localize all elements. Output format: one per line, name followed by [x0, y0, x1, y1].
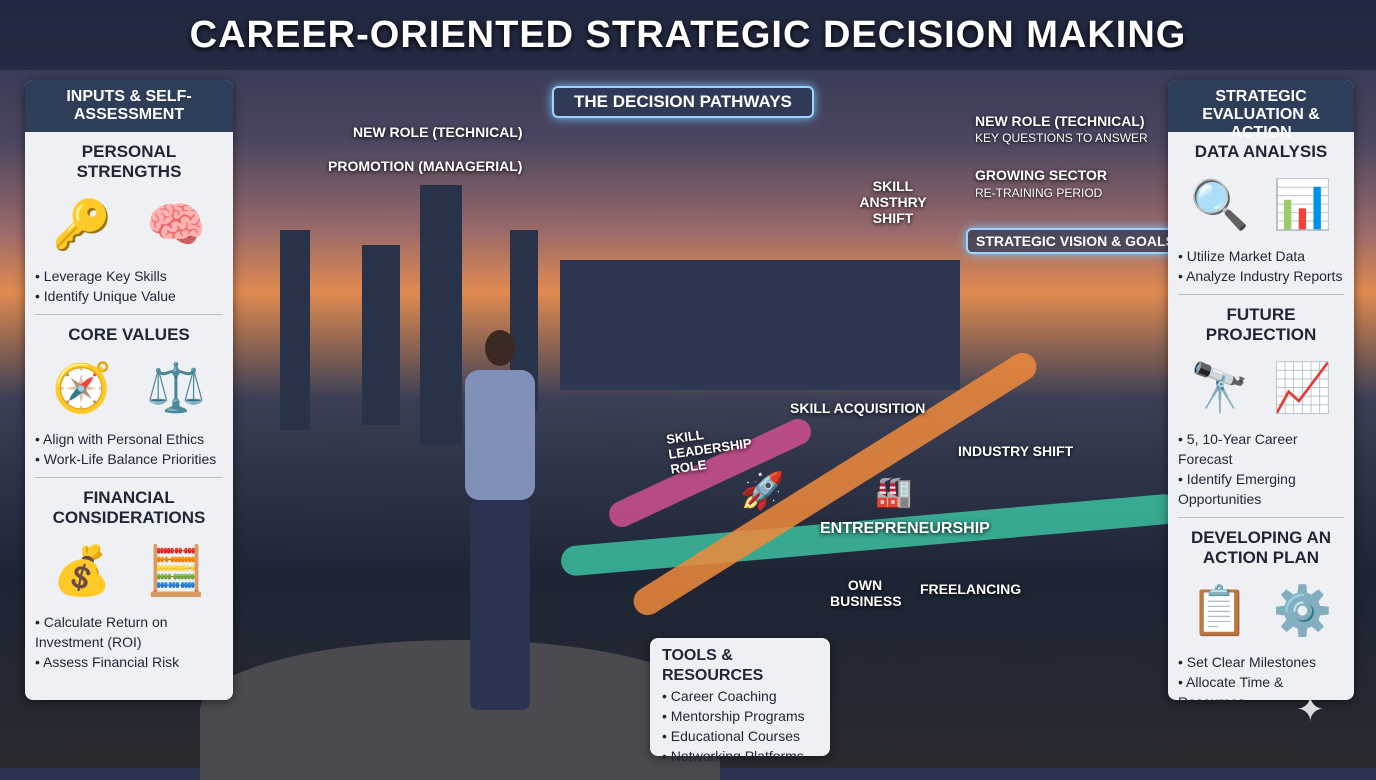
coins-icon: 💰 [52, 544, 112, 598]
section-title: FINANCIAL CONSIDERATIONS [52, 488, 206, 527]
section-data-analysis: DATA ANALYSIS 🔍 📊 Utilize Market DataAnal… [1178, 132, 1344, 295]
list-item: Analyze Industry Reports [1178, 266, 1344, 286]
tools-resources-box: TOOLS & RESOURCES Career Coaching Mentor… [650, 638, 830, 764]
list-item: Identify Emerging Opportunities [1178, 469, 1344, 509]
list-item: 5, 10-Year Career Forecast [1178, 429, 1344, 469]
compass-icon: 🧭 [52, 361, 112, 415]
path-label: PROMOTION (MANAGERIAL) [328, 158, 523, 174]
section-title: FUTURE PROJECTION [1205, 305, 1317, 344]
city-skyline [560, 260, 960, 390]
section-title: CORE VALUES [68, 325, 190, 344]
list-item: Work-Life Balance Priorities [35, 449, 223, 469]
list-item: Utilize Market Data [1178, 246, 1344, 266]
pathways-title: THE DECISION PATHWAYS [552, 86, 814, 118]
vision-label: STRATEGIC VISION & GOALS [966, 228, 1185, 254]
list-item: Career Coaching [662, 686, 818, 706]
section-future-projection: FUTURE PROJECTION 🔭 📈 5, 10-Year Career F… [1178, 295, 1344, 518]
rocket-icon: 🚀 [740, 470, 785, 511]
list-item: Align with Personal Ethics [35, 429, 223, 449]
path-label: GROWING SECTOR [975, 167, 1107, 183]
key-icon: 🔑 [52, 198, 112, 252]
list-item: Assess Financial Risk [35, 652, 223, 672]
rock-cliff [200, 640, 720, 780]
timeline-icon: 📈 [1272, 361, 1333, 415]
path-sublabel: RE-TRAINING PERIOD [975, 186, 1103, 200]
list-item: Calculate Return on Investment (ROI) [35, 612, 223, 652]
building [280, 230, 310, 430]
building [362, 245, 400, 425]
road-label: SKILL ACQUISITION [790, 400, 926, 416]
evaluation-panel: STRATEGIC EVALUATION & ACTION DATA ANALY… [1168, 80, 1354, 700]
section-action-plan: DEVELOPING AN ACTION PLAN 📋 ⚙️ Set Clear … [1178, 518, 1344, 700]
section-core-values: CORE VALUES 🧭 ⚖️ Align with Personal Ethi… [35, 315, 223, 478]
inputs-panel: INPUTS & SELF-ASSESSMENT PERSONAL STRENG… [25, 80, 233, 700]
gears-icon: ⚙️ [1272, 584, 1333, 638]
list-item: Leverage Key Skills [35, 266, 223, 286]
path-label: NEW ROLE (TECHNICAL) [975, 113, 1145, 129]
panel-header: STRATEGIC EVALUATION & ACTION [1168, 80, 1354, 141]
scales-icon: ⚖️ [146, 361, 206, 415]
road-label: SKILL LEADERSHIP ROLE [665, 426, 753, 477]
section-title: DEVELOPING AN ACTION PLAN [1190, 528, 1332, 567]
path-label: SKILL ANSTHRY SHIFT [859, 178, 927, 226]
sparkle-icon: ✦ [1296, 691, 1325, 729]
list-item: Networking Platforms [662, 746, 818, 766]
road-label: INDUSTRY SHIFT [958, 443, 1074, 459]
checklist-icon: 📋 [1189, 584, 1250, 638]
road-label: ENTREPRENEURSHIP [820, 520, 990, 537]
building [420, 185, 462, 445]
list-item: Allocate Time & Resources [1178, 672, 1344, 700]
brain-icon: 🧠 [146, 198, 206, 252]
path-label: NEW ROLE (TECHNICAL) [353, 124, 523, 140]
page-title: CAREER-ORIENTED STRATEGIC DECISION MAKIN… [189, 14, 1187, 56]
section-title: DATA ANALYSIS [1194, 142, 1328, 161]
section-personal-strengths: PERSONAL STRENGTHS 🔑 🧠 Leverage Key Skill… [35, 132, 223, 315]
title-bar [0, 0, 1376, 70]
path-sublabel: KEY QUESTIONS TO ANSWER [975, 131, 1148, 145]
person-illustration [455, 330, 545, 720]
list-item: Identify Unique Value [35, 286, 223, 306]
magnifier-chart-icon: 🔍 [1189, 178, 1250, 232]
road-label: FREELANCING [920, 581, 1022, 597]
road-label: OWN BUSINESS [830, 577, 902, 609]
panel-header: INPUTS & SELF-ASSESSMENT [25, 80, 233, 132]
list-item: Educational Courses [662, 726, 818, 746]
calculator-icon: 🧮 [146, 544, 206, 598]
bar-chart-icon: 📊 [1272, 178, 1333, 232]
section-title: TOOLS & RESOURCES [662, 647, 764, 684]
list-item: Set Clear Milestones [1178, 652, 1344, 672]
section-financial: FINANCIAL CONSIDERATIONS 💰 🧮 Calculate Re… [35, 478, 223, 680]
list-item: Mentorship Programs [662, 706, 818, 726]
section-title: PERSONAL STRENGTHS [76, 142, 182, 181]
factory-icon: 🏭 [875, 476, 913, 509]
telescope-icon: 🔭 [1189, 361, 1250, 415]
